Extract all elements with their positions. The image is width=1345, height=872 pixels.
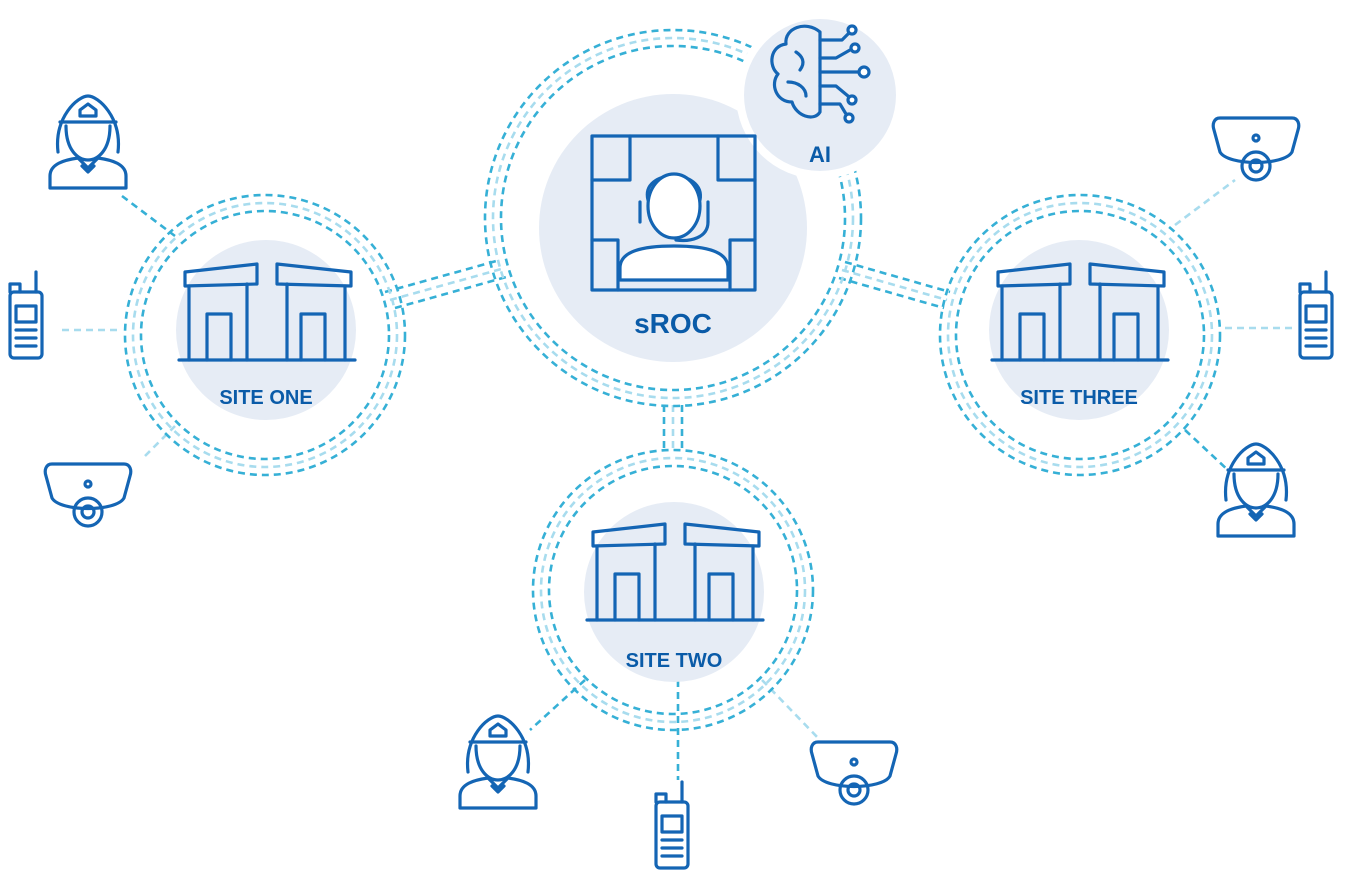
- site-two-label: SITE TWO: [626, 650, 723, 672]
- site-two-node: [531, 448, 815, 732]
- site-two-radio-icon: [654, 780, 690, 870]
- hub-site-three-link: [838, 260, 951, 310]
- hub-site-two-link: [662, 405, 684, 450]
- site-one-security-guard-icon: [48, 94, 128, 190]
- hub-site-one-link: [384, 258, 511, 310]
- site-three-node: [938, 193, 1222, 477]
- operator-headset-monitors-icon: [590, 134, 757, 292]
- site-three-dome-camera-icon: [1211, 116, 1301, 182]
- ai-label: AI: [809, 142, 831, 167]
- site-one-radio-icon: [8, 270, 44, 360]
- site-one-node: [123, 193, 407, 477]
- site-two-dome-camera-icon: [809, 740, 899, 806]
- sroc-label: sROC: [634, 308, 712, 339]
- site-three-label: SITE THREE: [1020, 387, 1138, 409]
- ai-brain-circuit-icon: [770, 24, 871, 124]
- site-three-security-guard-icon: [1216, 442, 1296, 538]
- site-one-label: SITE ONE: [219, 387, 312, 409]
- site-one-dome-camera-icon: [43, 462, 133, 528]
- site-two-security-guard-icon: [458, 714, 538, 810]
- site-three-radio-icon: [1298, 270, 1334, 360]
